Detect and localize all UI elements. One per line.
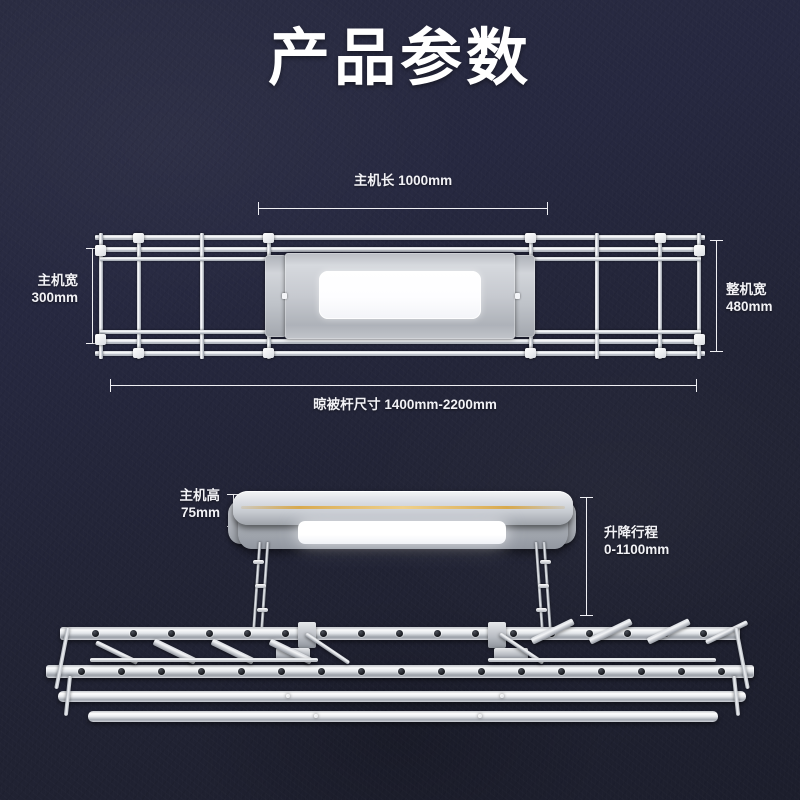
rail-joint	[525, 348, 536, 358]
rail-hole	[198, 668, 205, 675]
led-panel-top-view	[319, 271, 481, 319]
strut-tie-left	[90, 658, 318, 662]
main-body-end-right	[513, 255, 535, 337]
cord-bracket-right-lower	[494, 648, 528, 660]
cord-knot	[538, 584, 549, 588]
label-quilt-rod-size: 晾被杆尺寸 1400mm-2200mm	[313, 397, 497, 412]
cross-bar	[595, 233, 599, 359]
rail-hole	[244, 630, 251, 637]
rail-hole	[206, 630, 213, 637]
lift-cord-left	[259, 542, 270, 638]
end-post-right	[697, 233, 701, 359]
rail-joint	[655, 233, 666, 243]
inner-rail	[525, 330, 701, 334]
rod-joint	[478, 714, 482, 718]
corner-joint	[694, 245, 705, 256]
rail-hole	[158, 668, 165, 675]
cord-knot	[253, 560, 264, 564]
rail-hole	[396, 630, 403, 637]
label-overall-width: 整机宽 480mm	[726, 282, 773, 314]
label-lifting-stroke: 升降行程 0-1100mm	[604, 525, 670, 557]
rail-hole	[434, 630, 441, 637]
rail-hole	[624, 630, 631, 637]
rail-hole	[586, 630, 593, 637]
led-panel-perspective	[298, 521, 506, 544]
body-stud	[515, 293, 520, 299]
rail-hole	[78, 668, 85, 675]
cord-knot	[255, 584, 266, 588]
rail-hole	[558, 668, 565, 675]
rail-hole	[278, 668, 285, 675]
rail-joint	[133, 348, 144, 358]
cord-knot	[540, 560, 551, 564]
rail-bottom-inner	[95, 339, 705, 344]
cord-knot	[536, 608, 547, 612]
label-main-unit-length: 主机长 1000mm	[353, 173, 453, 188]
dimension-line-quilt-rod	[110, 379, 697, 392]
label-main-unit-height: 主机高 75mm	[179, 488, 221, 520]
rail-hole	[678, 668, 685, 675]
rail-hole	[478, 668, 485, 675]
rail-top-outer	[95, 235, 705, 240]
rail-hole	[638, 668, 645, 675]
label-main-unit-width: 主机宽 300mm	[31, 273, 78, 305]
lift-cord-right	[542, 542, 553, 638]
rail-hole	[700, 630, 707, 637]
rail-hole	[438, 668, 445, 675]
drying-rod-lower	[88, 711, 718, 722]
perspective-view-illustration	[30, 480, 770, 730]
rail-hole	[130, 630, 137, 637]
cord-knot	[257, 608, 268, 612]
corner-joint	[95, 245, 106, 256]
inner-rail	[100, 257, 275, 261]
rail-hole	[472, 630, 479, 637]
gold-accent-stripe	[241, 506, 565, 509]
rail-hole	[518, 668, 525, 675]
rail-hole	[318, 668, 325, 675]
page-title: 产品参数	[267, 24, 532, 93]
dimension-line-lifting-stroke	[580, 497, 593, 616]
rail-joint	[263, 233, 274, 243]
rail-joint	[263, 348, 274, 358]
rail-hole	[118, 668, 125, 675]
rail-hole	[718, 668, 725, 675]
rail-joint	[133, 233, 144, 243]
rod-joint	[286, 694, 290, 698]
rail-top-inner	[95, 247, 705, 252]
rod-joint	[314, 714, 318, 718]
cord-bracket-right	[488, 622, 506, 648]
end-post-left	[99, 233, 103, 359]
rail-hole	[598, 668, 605, 675]
cross-bar	[658, 233, 662, 359]
top-view-illustration	[95, 233, 705, 359]
rod-joint	[500, 694, 504, 698]
rail-joint	[655, 348, 666, 358]
dimension-line-main-unit-width	[86, 248, 99, 344]
rail-hole	[510, 630, 517, 637]
rail-hole	[398, 668, 405, 675]
rail-bottom-outer	[95, 351, 705, 356]
inner-rail	[525, 257, 701, 261]
rail-hole	[92, 630, 99, 637]
corner-joint	[694, 334, 705, 345]
main-body-end-left	[265, 255, 287, 337]
rail-hole	[168, 630, 175, 637]
corner-joint	[95, 334, 106, 345]
rail-hole	[320, 630, 327, 637]
rail-hole	[238, 668, 245, 675]
rail-hole	[358, 630, 365, 637]
rail-hole	[282, 630, 289, 637]
rail-joint	[525, 233, 536, 243]
dimension-line-overall-width	[710, 240, 723, 352]
dimension-line-main-unit-length	[258, 202, 548, 215]
strut-tie-right	[488, 658, 716, 662]
body-stud	[282, 293, 287, 299]
cross-bar	[137, 233, 141, 359]
rail-hole	[358, 668, 365, 675]
drying-rod-upper	[58, 691, 746, 702]
cross-bar	[200, 233, 204, 359]
inner-rail	[100, 330, 275, 334]
